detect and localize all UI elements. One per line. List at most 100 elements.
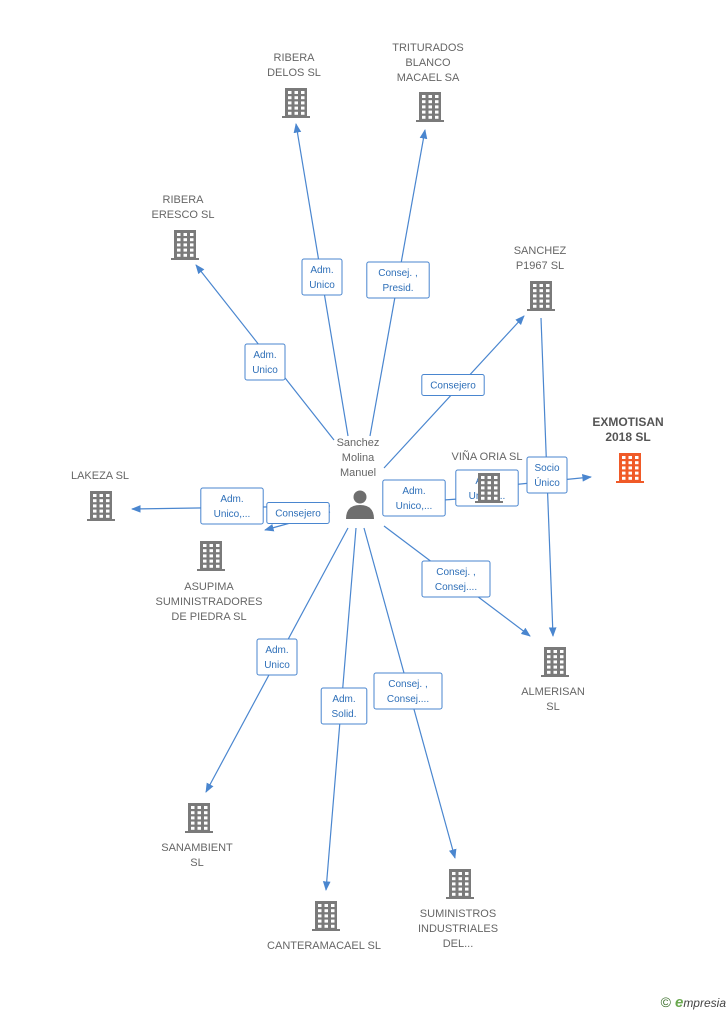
edge-label-lakeza[interactable]: Adm.Unico,... [200, 487, 264, 525]
building-base [197, 569, 225, 571]
building-window [99, 514, 103, 518]
company-node-sanambient[interactable] [185, 803, 213, 833]
company-node-vina_oria[interactable] [475, 473, 503, 503]
edge-label-text: Unico,... [396, 501, 433, 512]
edge-label-suministros[interactable]: Consej. , Consej.... [373, 672, 443, 710]
building-window [422, 110, 426, 114]
building-window [331, 924, 335, 928]
edge-label-ribera_eresco[interactable]: Adm.Unico [244, 343, 286, 381]
company-label-asupima: DE PIEDRA SL [171, 611, 246, 623]
building-window [539, 289, 543, 293]
company-node-exmotisan[interactable] [616, 453, 644, 483]
edge-label-almerisan[interactable]: Consej. ,Consej.... [421, 560, 491, 598]
building-window [481, 481, 485, 485]
building-window [622, 471, 626, 475]
building-window [190, 238, 194, 242]
building-window [494, 496, 498, 500]
building-window [494, 486, 498, 490]
building-window [635, 476, 639, 480]
building-window [106, 494, 110, 497]
edge-label-box [320, 687, 368, 725]
building-window [106, 499, 110, 503]
person-icon[interactable] [346, 490, 374, 520]
company-label-canteramacael: CANTERAMACAEL SL [267, 940, 381, 952]
edge-label-text: Consej. , [378, 268, 417, 279]
edge-label-vina_oria[interactable]: Adm. Unico,... [382, 479, 446, 517]
building-window [216, 564, 220, 568]
building-window [487, 476, 491, 479]
building-window [99, 494, 103, 497]
person-label: Sanchez [337, 437, 380, 449]
edge-label-asupima[interactable]: Consejero [266, 502, 330, 524]
company-node-suministros[interactable] [446, 869, 474, 899]
building-window [294, 111, 298, 115]
company-node-asupima[interactable] [197, 541, 225, 571]
company-label-lakeza: LAKEZA SL [71, 470, 129, 482]
building-window [288, 101, 292, 105]
edge-label-text: Adm. [402, 486, 425, 497]
company-node-almerisan[interactable] [541, 647, 569, 677]
edge-label-text: Consejero [275, 509, 321, 520]
building-window [203, 559, 207, 563]
building-window [288, 106, 292, 110]
edge-label-sanchez_p1967[interactable]: Consejero [421, 374, 485, 396]
building-window [183, 243, 187, 247]
edge-label-sanambient[interactable]: Adm.Unico [256, 638, 298, 676]
building-window [331, 919, 335, 923]
building-window [294, 91, 298, 94]
person-label: Molina [342, 452, 375, 464]
building-window [435, 110, 439, 114]
edge-label-text: Único [534, 476, 560, 489]
edge-label-triturados[interactable]: Consej. , Presid. [366, 261, 430, 299]
building-window [546, 284, 550, 287]
company-node-triturados[interactable] [416, 92, 444, 122]
company-node-ribera_delos[interactable] [282, 88, 310, 118]
edge-label-text: Consej. , [388, 679, 427, 690]
building-window [465, 877, 469, 881]
building-base [475, 501, 503, 503]
edge-label-text: Presid. [382, 283, 413, 294]
building-window [628, 471, 632, 475]
person-head [353, 490, 367, 504]
company-node-lakeza[interactable] [87, 491, 115, 521]
building-window [428, 105, 432, 109]
building-window [191, 816, 195, 820]
building-window [331, 914, 335, 918]
building-window [547, 655, 551, 659]
edge-label-text: Adm. [265, 645, 288, 656]
building-window [301, 106, 305, 110]
building-window [93, 494, 97, 497]
edge-label-text: Adm. [332, 694, 355, 705]
building-base [446, 897, 474, 899]
company-label-asupima: SUMINISTRADORES [156, 596, 263, 608]
building-base [312, 929, 340, 931]
company-label-triturados: MACAEL SA [397, 72, 460, 84]
building-window [183, 248, 187, 252]
building-window [422, 115, 426, 119]
building-window [294, 96, 298, 100]
edge-label-text: Consej.... [387, 694, 429, 705]
building-window [622, 466, 626, 470]
company-label-sanchez_p1967: P1967 SL [516, 260, 564, 272]
building-window [560, 670, 564, 674]
edge-label-text: Consej.... [435, 582, 477, 593]
building-window [622, 461, 626, 465]
building-window [628, 456, 632, 459]
building-window [106, 504, 110, 508]
edge-label-ribera_delos[interactable]: Adm.Unico [301, 258, 343, 296]
building-base [616, 481, 644, 483]
building-window [546, 294, 550, 298]
building-window [553, 650, 557, 653]
edge-label-canteramacael[interactable]: Adm.Solid. [320, 687, 368, 725]
building-base [416, 120, 444, 122]
company-node-sanchez_p1967[interactable] [527, 281, 555, 311]
company-node-canteramacael[interactable] [312, 901, 340, 931]
company-node-ribera_eresco[interactable] [171, 230, 199, 260]
edge-label-box [200, 487, 264, 525]
building-window [288, 111, 292, 115]
building-window [99, 499, 103, 503]
building-window [209, 554, 213, 558]
building-window [635, 456, 639, 459]
building-window [487, 496, 491, 500]
